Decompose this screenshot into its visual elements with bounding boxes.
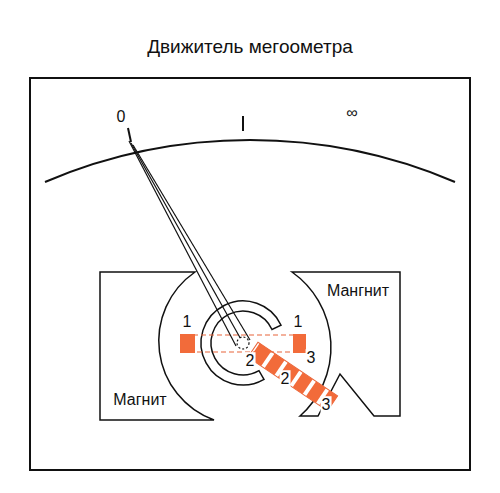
- coil-1-side: [180, 334, 195, 353]
- scale-infinity: ∞: [345, 104, 358, 122]
- callout-number: 3: [306, 349, 317, 367]
- scale-arc: [45, 140, 455, 182]
- callout-number: 2: [280, 370, 291, 388]
- scale-tick: [128, 128, 131, 142]
- magnet-label: Магнит: [112, 391, 167, 409]
- scale-zero: 0: [116, 108, 127, 126]
- callout-number: 3: [321, 396, 332, 414]
- scale-tick: [242, 116, 244, 131]
- iron-core: [201, 301, 281, 385]
- pivot: [237, 337, 249, 349]
- callout-number: 2: [245, 352, 256, 370]
- coil-outline: [185, 335, 305, 352]
- left-magnet: [100, 272, 214, 420]
- iron-core: [201, 301, 281, 385]
- coil-1-side: [293, 334, 306, 353]
- callout-number: 1: [182, 313, 193, 331]
- needle: [129, 141, 250, 346]
- right-magnet: [292, 272, 400, 416]
- title: Движитель мегоометра: [147, 37, 353, 58]
- magnet-label: Мангнит: [326, 282, 390, 300]
- callout-number: 1: [293, 313, 304, 331]
- meter-frame: [30, 78, 470, 470]
